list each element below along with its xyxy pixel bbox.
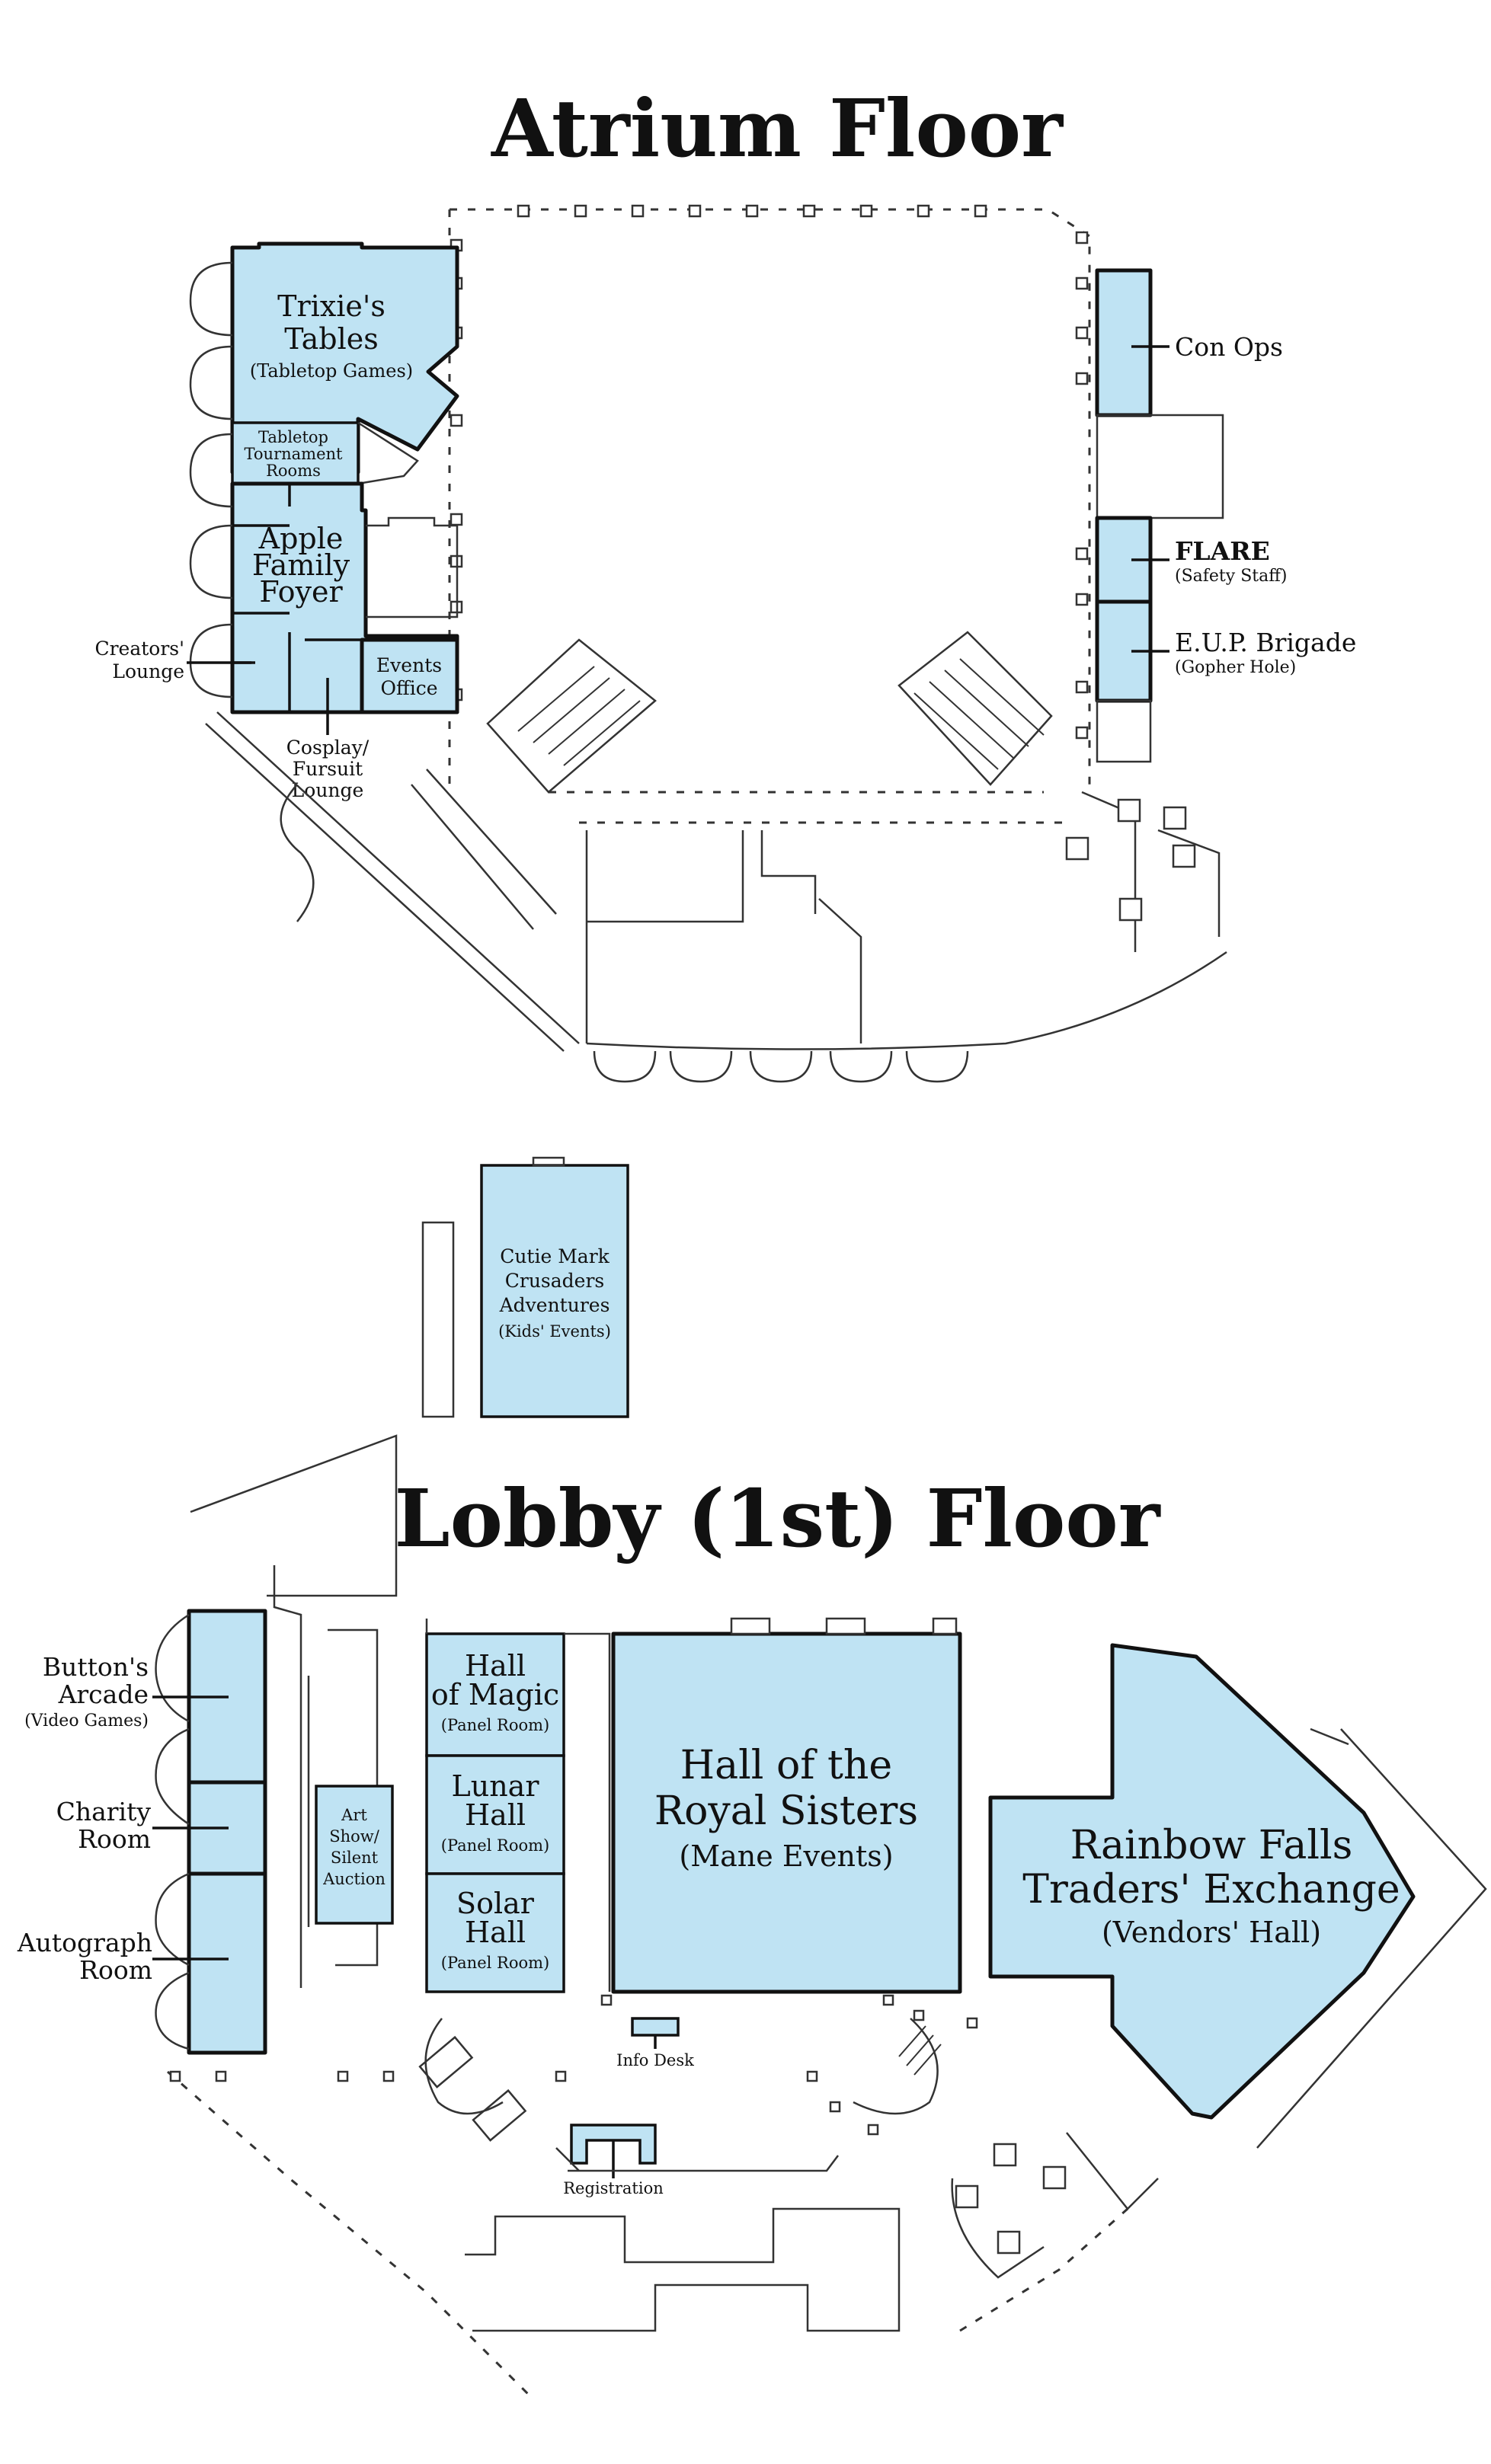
cosplay-line-2: Fursuit — [293, 758, 363, 780]
tournament-line-2: Tournament — [245, 445, 343, 463]
events-office-line-1: Events — [376, 654, 442, 676]
atrium-columns-right — [1075, 231, 1089, 740]
hall-of-magic-room[interactable] — [425, 1632, 565, 1757]
info-desk[interactable] — [631, 2017, 680, 2037]
flare-label: FLARE — [1175, 536, 1270, 566]
buttons-arcade-line-1: Button's — [43, 1652, 149, 1682]
cmc-door — [532, 1156, 565, 1167]
solar-hall-sub: (Panel Room) — [441, 1954, 549, 1972]
rainbow-falls-line-2: Traders' Exchange — [1022, 1867, 1400, 1913]
lobby-east-wall — [1256, 1727, 1487, 2149]
apple-family-line-1: Apple — [258, 522, 344, 555]
trixies-tables-name-1: Trixie's — [277, 289, 386, 323]
atrium-bay-windows — [189, 261, 233, 698]
lunar-hall-line-2: Hall — [465, 1798, 526, 1832]
lobby-north-wing-inner — [273, 1565, 302, 1988]
royal-sisters-line-2: Royal Sisters — [654, 1788, 918, 1834]
apple-family-line-2: Family — [252, 548, 350, 582]
rainbow-falls-line-1: Rainbow Falls — [1070, 1823, 1353, 1868]
atrium-right-utility — [1096, 699, 1152, 763]
eup-sub: (Gopher Hole) — [1175, 658, 1296, 677]
lunar-hall-sub: (Panel Room) — [441, 1836, 549, 1855]
rainbow-falls-vendors-hall[interactable] — [988, 1643, 1416, 2120]
charity-room-line-2: Room — [78, 1824, 151, 1854]
trixies-tables-sub: (Tabletop Games) — [250, 360, 413, 382]
con-ops-room[interactable] — [1095, 268, 1153, 417]
lunar-hall-line-1: Lunar — [451, 1769, 539, 1803]
cmc-line-2: Crusaders — [505, 1270, 605, 1292]
charity-room-line-1: Charity — [56, 1797, 152, 1826]
tournament-line-3: Rooms — [266, 462, 321, 480]
royal-sisters-hall[interactable] — [611, 1631, 962, 1994]
cosplay-line-1: Cosplay/ — [286, 737, 370, 759]
hall-of-magic-sub: (Panel Room) — [441, 1716, 549, 1734]
registration-desk[interactable] — [570, 2124, 657, 2165]
cmc-line-3: Adventures — [499, 1294, 610, 1316]
lobby-lower-structure — [167, 2018, 1159, 2401]
cmc-area: Cutie Mark Crusaders Adventures (Kids' E… — [421, 1156, 629, 1418]
royal-sisters-sub: (Mane Events) — [679, 1839, 893, 1873]
flare-sub: (Safety Staff) — [1175, 567, 1287, 586]
art-show-line-4: Auction — [322, 1870, 386, 1888]
art-show-line-1: Art — [341, 1806, 367, 1824]
lunar-hall-room[interactable] — [425, 1754, 565, 1875]
events-office-line-2: Office — [380, 677, 437, 699]
atrium-left-stairs — [486, 638, 657, 794]
registration-label: Registration — [563, 2179, 664, 2197]
hall-of-magic-line-2: of Magic — [431, 1678, 559, 1711]
atrium-floor-title: Atrium Floor — [491, 81, 1064, 175]
lobby-floor: Lobby (1st) Floor Button's Arcade (Video… — [17, 1434, 1487, 2401]
solar-hall-line-1: Solar — [456, 1887, 535, 1920]
lobby-columns — [169, 1994, 978, 2136]
eup-label: E.U.P. Brigade — [1175, 628, 1356, 657]
royal-sisters-door-bays — [730, 1617, 958, 1635]
autograph-room[interactable] — [187, 1871, 267, 2055]
con-ops-label: Con Ops — [1175, 332, 1283, 362]
royal-sisters-line-1: Hall of the — [680, 1743, 892, 1788]
cmc-corridor — [421, 1221, 455, 1418]
autograph-room-line-2: Room — [79, 1955, 152, 1985]
atrium-stair-room — [366, 516, 459, 618]
apple-family-line-3: Foyer — [259, 575, 343, 609]
lobby-north-wing — [190, 1434, 398, 1597]
solar-hall-room[interactable] — [425, 1872, 565, 1993]
atrium-right-storage — [1096, 414, 1224, 519]
lobby-central-corridor — [425, 1619, 611, 1992]
art-show-room[interactable] — [315, 1785, 394, 1925]
atrium-columns-top — [517, 204, 987, 218]
cmc-sub: (Kids' Events) — [498, 1322, 611, 1341]
cmc-line-1: Cutie Mark — [500, 1245, 610, 1267]
creators-lounge-line-2: Lounge — [112, 660, 184, 682]
rainbow-falls-sub: (Vendors' Hall) — [1102, 1916, 1321, 1949]
atrium-right-stairs — [897, 631, 1053, 786]
buttons-arcade-sub: (Video Games) — [24, 1711, 149, 1731]
solar-hall-line-2: Hall — [465, 1916, 526, 1949]
art-show-line-3: Silent — [331, 1849, 379, 1867]
buttons-arcade-line-2: Arcade — [58, 1679, 149, 1709]
atrium-perimeter — [448, 204, 1091, 785]
tournament-line-1: Tabletop — [258, 428, 328, 446]
atrium-lower-area — [205, 711, 1227, 1083]
lobby-left-bays — [155, 1613, 190, 2050]
atrium-floor: Atrium Floor — [94, 81, 1356, 1083]
info-desk-label: Info Desk — [616, 2051, 694, 2069]
tournament-doorway — [357, 421, 419, 485]
lobby-floor-title: Lobby (1st) Floor — [394, 1472, 1160, 1565]
events-office[interactable] — [360, 638, 459, 714]
art-show-line-2: Show/ — [329, 1827, 380, 1846]
trixies-tables-name-2: Tables — [284, 322, 379, 356]
autograph-room-line-1: Autograph — [17, 1928, 152, 1957]
creators-lounge-line-1: Creators' — [94, 638, 184, 660]
hall-of-magic-line-1: Hall — [465, 1649, 526, 1683]
